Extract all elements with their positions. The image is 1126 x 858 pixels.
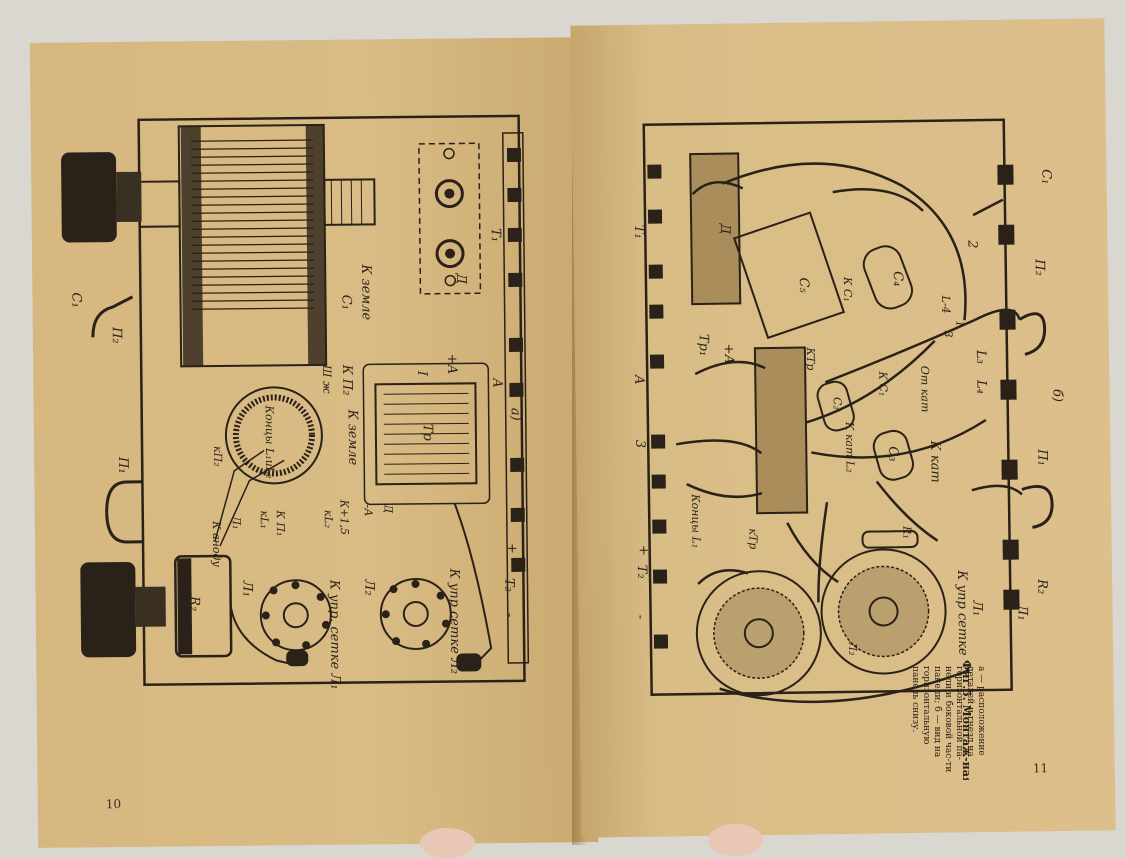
label-fig-a: а) — [508, 408, 523, 421]
label-r1: R₁ — [900, 525, 913, 539]
label-c3: C₃ — [885, 446, 900, 461]
label-l2: Л₂ — [846, 641, 859, 656]
label-kkat-l: К кат L₂ — [843, 421, 857, 473]
label-l1: Л₁ — [1014, 603, 1029, 620]
label-fig-b: б) — [1049, 389, 1064, 402]
label-d: Д — [453, 272, 468, 284]
label-t2: Т₂ — [634, 565, 649, 579]
label-ktr: КТр — [804, 346, 817, 370]
label-kontsy: Концы L₁uL₂ — [263, 404, 277, 478]
label-one: 1 — [954, 320, 967, 327]
label-d: Д — [717, 223, 732, 235]
caption-body-text: а — расположение деталей и гнезд на гори… — [909, 666, 986, 776]
label-three-r: 3 — [942, 330, 955, 337]
label-k-anodu: К аноду — [210, 520, 223, 568]
label-a-plus: +А — [444, 353, 459, 374]
label-three: 3 — [632, 440, 647, 448]
label-l1b: Л₁ — [969, 599, 984, 616]
label-k-zemle-2: К земле — [345, 409, 361, 466]
label-kc1: К C₁ — [876, 370, 889, 396]
label-tp1: Тр₁ — [696, 334, 711, 356]
label-i: I — [414, 370, 429, 377]
label-minus: - — [633, 615, 648, 620]
label-c2: C₂ — [831, 397, 844, 410]
label-p1: П₁ — [115, 456, 130, 474]
label-k-zemle: К земле — [358, 263, 374, 320]
label-kc1-top: К C₁ — [841, 276, 854, 302]
left-diagram: C₁ C₁ П₂ П₁ К земле Д Т₁ Ш ж К П₂ +А I А… — [30, 37, 598, 848]
label-two: 2 — [964, 239, 979, 248]
label-c4: C₄ — [890, 271, 905, 286]
left-page-number: 10 — [106, 797, 121, 811]
label-k-kat: К кат — [927, 440, 943, 483]
label-k-plus-15: К+1,5 — [338, 499, 351, 535]
label-k-p2-b: кП₂ — [211, 446, 224, 467]
label-l4b: L₄ — [973, 379, 988, 394]
label-p2-top: П₂ — [109, 326, 124, 344]
label-c1: C₁ — [1038, 169, 1053, 184]
label-k-upr-l2: К упр сетке Л₂ — [446, 567, 462, 674]
left-page: C₁ C₁ П₂ П₁ К земле Д Т₁ Ш ж К П₂ +А I А… — [30, 37, 598, 848]
label-plus: + — [504, 543, 519, 554]
label-kl2: кL₂ — [322, 510, 335, 528]
label-c1-mid: C₁ — [338, 295, 353, 310]
label-p1: П₁ — [1034, 448, 1049, 466]
label-plus-a: +А — [721, 343, 736, 364]
label-t1: Т₁ — [488, 228, 503, 242]
label-k-p2: К П₂ — [339, 364, 354, 396]
label-minus-a: -А — [362, 504, 375, 516]
label-a: А — [489, 377, 504, 388]
label-kl1: кL₁ — [258, 510, 271, 528]
label-l1: Л₁ — [239, 580, 254, 597]
label-ot-kat: От кат — [918, 366, 932, 413]
label-ktr-b: кТр — [746, 528, 759, 549]
caption-body: а — расположение деталей и гнезд на гори… — [962, 666, 1082, 781]
label-k-upr: К упр сетке — [954, 569, 970, 656]
label-sh-zh: Ш ж — [320, 364, 333, 394]
label-minus: - — [502, 613, 517, 618]
label-a: А — [631, 374, 646, 385]
label-t1: Т₁ — [631, 225, 646, 239]
label-k-upr-l1: К упр. сетке Л₁ — [326, 579, 342, 690]
label-p2: П₂ — [1032, 258, 1047, 276]
label-kp1: К П₁ — [274, 509, 287, 536]
label-t2: Т₂ — [501, 578, 516, 592]
label-d2: Д — [382, 503, 395, 514]
label-l4: L-4 — [939, 294, 952, 313]
label-plus: + — [636, 545, 651, 556]
label-l1-a: Л₁ — [230, 515, 243, 530]
label-c5: C₅ — [796, 277, 811, 293]
label-tr: Тр — [420, 424, 435, 442]
label-l3: L₃ — [973, 349, 988, 364]
label-r2: R₂ — [187, 595, 202, 611]
label-l2: Л₂ — [361, 578, 376, 595]
thumb-right — [708, 824, 763, 856]
label-c1-top: C₁ — [68, 292, 83, 307]
label-r2: R₂ — [1034, 578, 1049, 594]
thumb-left — [420, 828, 475, 858]
label-kontsy: Концы L₁ — [689, 493, 703, 548]
